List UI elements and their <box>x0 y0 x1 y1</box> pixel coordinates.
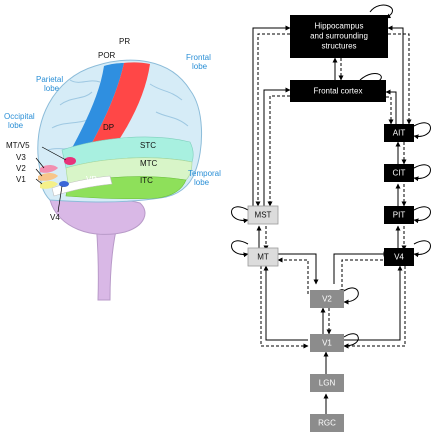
hippocampus-node: Hippocampus and surrounding structures <box>290 15 388 58</box>
v2-node-label: V2 <box>322 295 332 304</box>
pit-label: PIT <box>393 211 406 220</box>
parietal-lobe-label: Parietal lobe <box>36 75 65 93</box>
v2-label: V2 <box>16 164 26 173</box>
ait-label: AIT <box>393 129 406 138</box>
mst-label: MST <box>255 211 272 220</box>
rgc-node: RGC <box>310 414 344 432</box>
mt-label: MT <box>257 253 269 262</box>
cit-node: CIT <box>384 164 414 182</box>
cerebellum <box>49 196 146 235</box>
mtc-label: MTC <box>140 159 158 168</box>
frontal-lobe-label: Frontal lobe <box>186 53 213 71</box>
itc-label: ITC <box>140 176 153 185</box>
v1-node: V1 <box>310 334 344 352</box>
v1-node-label: V1 <box>322 339 332 348</box>
lgn-node: LGN <box>310 374 344 392</box>
v3-label: V3 <box>16 153 26 162</box>
hippocampus-label-2: and surrounding <box>310 32 368 41</box>
frontal-cortex-label: Frontal cortex <box>314 87 363 96</box>
v2-area <box>38 173 58 181</box>
pr-label: PR <box>119 37 130 46</box>
temporal-lobe-label: Temporal lobe <box>188 169 223 187</box>
brain-illustration <box>35 59 202 301</box>
v4-label: V4 <box>50 213 60 222</box>
dp-label: DP <box>103 123 114 132</box>
brainstem <box>95 221 119 301</box>
flow-nodes: Hippocampus and surrounding structures F… <box>247 15 414 432</box>
sulci <box>47 79 189 151</box>
v2-node: V2 <box>310 290 344 308</box>
hippocampus-label-1: Hippocampus <box>315 22 364 31</box>
pr-region <box>88 62 150 150</box>
flow-connectors <box>231 4 431 414</box>
cit-label: CIT <box>393 169 406 178</box>
v1-area <box>40 181 58 189</box>
v4-area <box>59 181 69 187</box>
ait-node: AIT <box>384 124 414 142</box>
v4-node: V4 <box>384 248 414 266</box>
lgn-label: LGN <box>319 379 336 388</box>
occipital-lobe-label: Occipital lobe <box>4 112 37 130</box>
vp-label: VP <box>86 175 97 184</box>
v4-node-label: V4 <box>394 253 404 262</box>
rgc-label: RGC <box>318 419 336 428</box>
v3-area <box>40 165 58 173</box>
pit-node: PIT <box>384 206 414 224</box>
v1-label: V1 <box>16 175 26 184</box>
por-region <box>72 63 124 150</box>
mt-v5-label: MT/V5 <box>6 141 30 150</box>
frontal-cortex-node: Frontal cortex <box>290 80 386 102</box>
vp-region <box>51 175 113 197</box>
leader-lines <box>35 146 67 213</box>
mt-v5-area <box>64 157 76 165</box>
hippocampus-label-3: structures <box>321 42 356 51</box>
mst-node: MST <box>247 205 279 225</box>
stc-label: STC <box>140 141 156 150</box>
mt-node: MT <box>247 247 279 267</box>
por-label: POR <box>98 51 116 60</box>
